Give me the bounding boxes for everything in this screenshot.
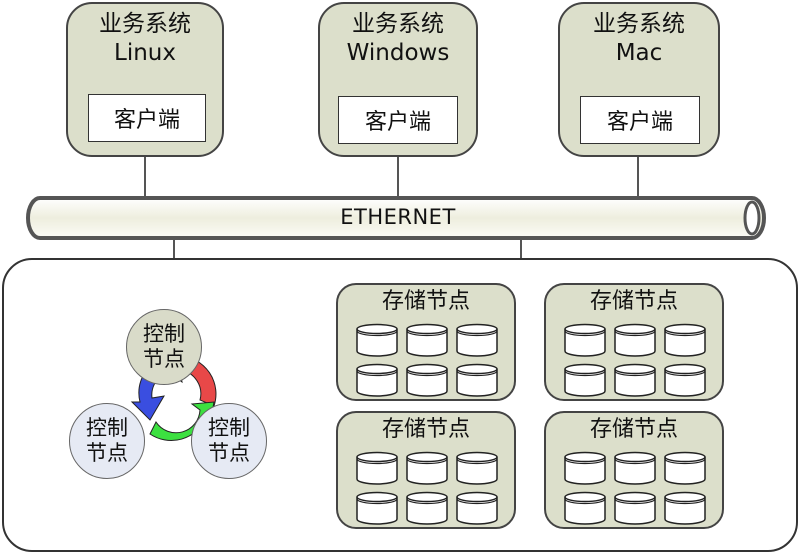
ethernet-label: ETHERNET [340, 205, 456, 229]
disk-cylinder-icon [406, 363, 448, 397]
storage-node-title: 存储节点 [589, 417, 678, 442]
disk-cylinder-icon [614, 491, 656, 525]
disk-cylinder-icon [456, 363, 498, 397]
client-box: 客户端 [88, 94, 206, 142]
disk-cylinder-icon [664, 323, 706, 357]
pipe-end [743, 200, 761, 236]
disk-cylinder-icon [456, 323, 498, 357]
system-os-name: Linux [114, 40, 176, 66]
client-box: 客户端 [338, 96, 458, 144]
connector-line [397, 157, 399, 199]
disk-cylinder-icon [406, 451, 448, 485]
system-title: 业务系统 Mac [560, 10, 718, 68]
disk-cylinder-icon [614, 323, 656, 357]
client-box: 客户端 [580, 96, 700, 144]
control-node-label: 节点 [208, 441, 250, 465]
system-title: 业务系统 Linux [68, 10, 222, 68]
disk-cylinder-icon [664, 451, 706, 485]
storage-node: 存储节点 [544, 411, 724, 529]
disk-cylinder-icon [564, 451, 606, 485]
client-label: 客户端 [364, 110, 431, 135]
control-node-label: 节点 [86, 441, 128, 465]
disk-cylinder-icon [664, 363, 706, 397]
disk-cylinder-icon [564, 363, 606, 397]
disk-cylinder-icon [356, 491, 398, 525]
disk-cylinder-icon [356, 363, 398, 397]
disk-cylinder-icon [406, 323, 448, 357]
disk-cylinder-icon [664, 491, 706, 525]
connector-line [520, 239, 522, 259]
system-title: 业务系统 Windows [320, 10, 476, 68]
business-system-windows: 业务系统 Windows 客户端 [318, 2, 478, 157]
control-node-right: 控制节点 [191, 403, 267, 479]
storage-node: 存储节点 [544, 283, 724, 401]
system-os-name: Windows [346, 40, 450, 66]
pipe-body [26, 196, 766, 240]
control-node-label: 控制 [86, 416, 128, 440]
system-title-line1: 业务系统 [352, 11, 444, 37]
disk-cylinder-icon [614, 363, 656, 397]
system-os-name: Mac [615, 40, 663, 66]
cycle-arrow-green [149, 401, 215, 441]
connector-line [173, 239, 175, 259]
client-label: 客户端 [113, 108, 180, 133]
disk-cylinder-icon [456, 451, 498, 485]
disk-cylinder-icon [356, 451, 398, 485]
control-node-left: 控制节点 [69, 403, 145, 479]
connector-line [144, 157, 146, 199]
disk-cylinder-icon [456, 491, 498, 525]
storage-node-title: 存储节点 [381, 289, 470, 314]
client-label: 客户端 [606, 110, 673, 135]
disk-cylinder-icon [356, 323, 398, 357]
disk-cylinder-icon [564, 323, 606, 357]
control-node-label: 控制 [208, 416, 250, 440]
system-title-line1: 业务系统 [99, 11, 191, 37]
business-system-linux: 业务系统 Linux 客户端 [66, 2, 224, 157]
control-node-label: 节点 [143, 347, 185, 371]
control-node-label: 控制 [143, 322, 185, 346]
control-node-top: 控制节点 [126, 309, 202, 385]
storage-node-title: 存储节点 [589, 289, 678, 314]
storage-node-title: 存储节点 [381, 417, 470, 442]
storage-node: 存储节点 [336, 411, 516, 529]
disk-cylinder-icon [406, 491, 448, 525]
connector-line [637, 157, 639, 199]
business-system-mac: 业务系统 Mac 客户端 [558, 2, 720, 157]
disk-cylinder-icon [614, 451, 656, 485]
storage-node: 存储节点 [336, 283, 516, 401]
disk-cylinder-icon [564, 491, 606, 525]
system-title-line1: 业务系统 [593, 11, 685, 37]
ethernet-bus [26, 196, 766, 240]
